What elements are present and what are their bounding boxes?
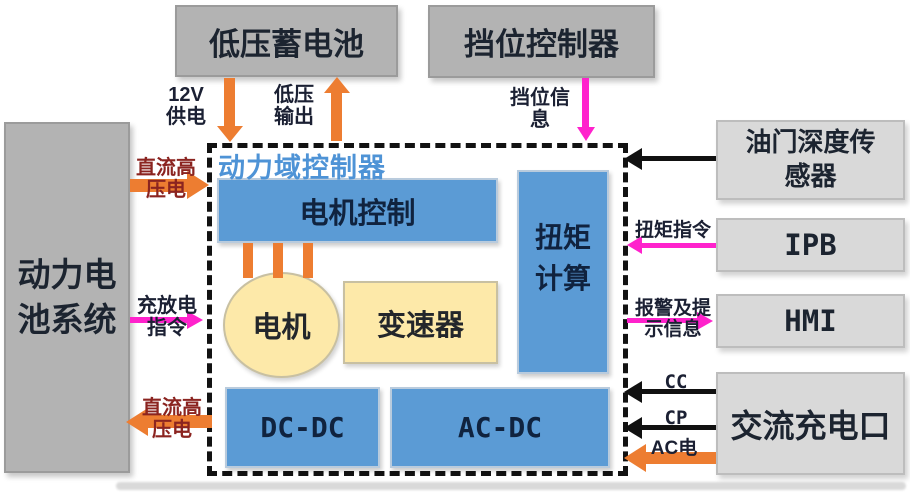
label-cp: CP [664,407,688,429]
label-torque-command: 扭矩指令 [634,220,711,241]
module-motor: 电机 [223,272,340,378]
label-alarm-line2: 示信息 [644,319,702,340]
label-charge-command: 充放电 指令 [124,295,210,339]
label-alarm-line1: 报警及提 [634,298,711,319]
node-power-battery-system: 动力电池系统 [4,122,130,473]
node-lv-battery: 低压蓄电池 [175,5,398,77]
power-domain-controller-title: 动力域控制器 [218,153,386,183]
label-ac-power: AC电 [650,438,698,459]
torque-calc-line1: 扭矩 [534,222,591,253]
power-domain-controller-boundary [207,143,628,476]
label-gear-info-line2: 息 [530,109,550,131]
label-dc-hv-in-line2: 压电 [146,179,186,201]
connector-bar-2 [273,243,283,278]
label-dc-hv-in-line1: 直流高 [136,157,196,179]
bottom-shadow [116,482,906,490]
label-charge-command-line1: 充放电 [137,295,197,317]
label-dc-hv-out-line2: 压电 [152,419,192,441]
module-dc-dc: DC-DC [225,387,380,468]
label-12v-line1: 12V [168,84,204,106]
label-12v-supply: 12V 供电 [156,84,216,128]
label-gear-info: 挡位信 息 [500,87,580,131]
label-gear-info-line1: 挡位信 [510,87,570,109]
node-throttle-depth-sensor: 油门深度传感器 [716,120,905,200]
label-12v-line2: 供电 [166,106,206,128]
label-dc-hv-out: 直流高 压电 [128,397,216,441]
label-dc-hv-out-line1: 直流高 [142,397,202,419]
module-gearbox: 变速器 [343,281,498,364]
node-hmi: HMI [716,294,905,348]
label-lv-output-line2: 输出 [274,106,314,128]
label-charge-command-line2: 指令 [147,317,187,339]
module-ac-dc: AC-DC [390,387,610,468]
torque-calc-line2: 计算 [534,262,591,294]
node-ac-charge-port: 交流充电口 [716,372,905,475]
module-motor-control: 电机控制 [217,178,498,243]
label-lv-output: 低压 输出 [264,84,324,128]
label-alarm-info: 报警及提 示信息 [627,298,719,340]
module-torque-calc: 扭矩 计算 [517,170,609,374]
connector-bar-3 [303,243,313,278]
node-ipb: IPB [716,218,905,272]
label-dc-hv-in: 直流高 压电 [122,157,210,201]
connector-bar-1 [243,243,253,278]
node-gear-controller: 挡位控制器 [428,5,655,78]
label-lv-output-line1: 低压 [274,84,314,106]
label-cc: CC [664,371,688,393]
